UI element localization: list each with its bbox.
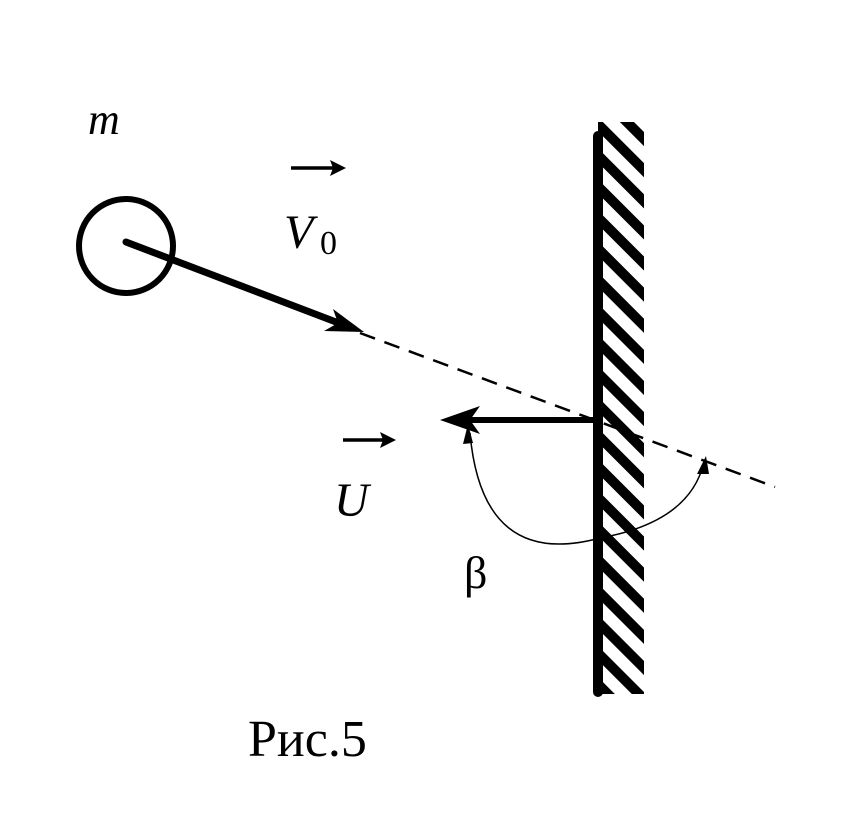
mass-label: m	[88, 95, 120, 144]
figure-caption: Рис.5	[248, 711, 367, 768]
angle-label: β	[464, 547, 487, 598]
beta-angle-arc	[463, 424, 709, 545]
u-symbol: U	[334, 474, 372, 527]
trajectory-dashed-line	[359, 331, 776, 489]
u-label: U	[334, 432, 396, 527]
wall-hatching	[598, 122, 644, 694]
v0-velocity-arrow	[122, 238, 364, 332]
v0-subscript: 0	[320, 225, 337, 262]
v0-symbol: V	[284, 206, 318, 259]
u-velocity-arrow	[440, 406, 601, 434]
vector-arrow-icon	[343, 432, 396, 448]
vector-arrow-icon	[291, 160, 346, 176]
v0-label: V 0	[284, 160, 346, 262]
ball	[76, 196, 176, 296]
